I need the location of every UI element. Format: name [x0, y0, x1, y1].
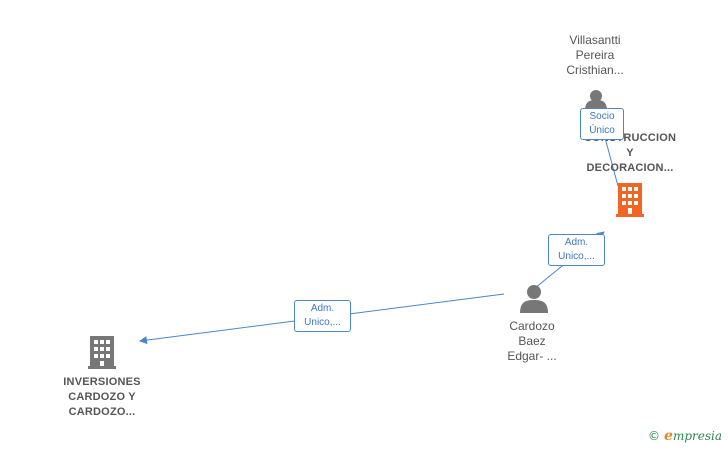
node-label-person-top[interactable]: Villasantti Pereira Cristhian...: [566, 33, 624, 77]
edge-label-line: Unico,...: [304, 317, 341, 328]
brand-name: mpresia: [672, 429, 722, 443]
edge-label-line: Socio: [589, 111, 615, 122]
node-label-person-center[interactable]: Cardozo Baez Edgar- ...: [507, 319, 557, 363]
brand-logo: ©empresia: [648, 428, 722, 444]
edge-label-adm-bottom: Adm. Unico,...: [294, 300, 351, 332]
node-label-company-bottom[interactable]: INVERSIONES CARDOZO Y CARDOZO...: [63, 376, 141, 418]
building-icon[interactable]: [616, 183, 644, 217]
brand-initial: e: [664, 428, 673, 444]
edge-label-adm-top: Adm. Unico,...: [548, 234, 605, 266]
edge-label-socio: Socio Único: [580, 108, 624, 140]
copyright-symbol: ©: [648, 429, 661, 443]
edge-label-line: Unico,...: [558, 251, 595, 262]
person-icon[interactable]: [520, 285, 548, 313]
edge-label-line: Único: [589, 125, 615, 136]
building-icon[interactable]: [88, 336, 116, 369]
edge-label-line: Adm.: [310, 303, 335, 314]
edge-label-line: Adm.: [564, 237, 589, 248]
